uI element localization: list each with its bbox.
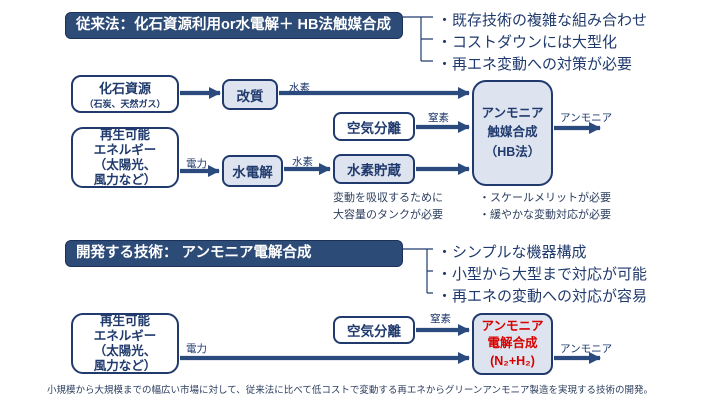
- ammonia-label-top: アンモニア: [560, 112, 613, 124]
- bottom-caption: 小規模から大規模までの幅広い市場に対して、従来法に比べて低コストで変動する再エネ…: [47, 385, 654, 396]
- conventional-method-title: 従来法：化石資源利用or水電解＋ HB法触媒合成: [65, 12, 403, 39]
- nitrogen-label-bottom: 窒素: [430, 313, 451, 325]
- renewable-energy-box-bottom: 再生可能 エネルギー （太陽光、 風力など）: [71, 313, 179, 374]
- bracket-top-section: [403, 16, 433, 62]
- air-separation-box-top: 空気分離: [333, 112, 415, 141]
- water-electrolysis-box: 水電解: [222, 155, 283, 187]
- hydrogen-label-reform: 水素: [289, 82, 310, 94]
- renewable-energy-box-top: 再生可能 エネルギー （太陽光、 風力など）: [71, 127, 179, 188]
- air-separation-box-bottom: 空気分離: [333, 316, 415, 344]
- top-bullet-1: ・既存技術の複雑な組み合わせ: [437, 12, 648, 29]
- fossil-resource-title: 化石資源: [98, 81, 151, 96]
- developed-technology-title: 開発する技術： アンモニア電解合成: [65, 240, 403, 267]
- conventional-method-title-text: 従来法：化石資源利用or水電解＋ HB法触媒合成: [76, 17, 391, 33]
- ammonia-electro-synthesis-label: アンモニア 電解合成 (N₂+H₂): [481, 318, 544, 368]
- top-bullet-3: ・再エネ変動への対策が必要: [437, 56, 633, 73]
- hb-catalytic-synthesis-label: アンモニア 触媒合成 （HB法）: [481, 105, 544, 159]
- reforming-box: 改質: [222, 79, 278, 110]
- ammonia-label-bottom: アンモニア: [560, 343, 613, 355]
- fossil-resource-box: 化石資源 （石炭、天然ガス）: [71, 75, 179, 113]
- bottom-bullet-3: ・再エネの変動への対応が容易: [437, 288, 648, 305]
- air-separation-label-bottom: 空気分離: [347, 324, 401, 339]
- hb-catalytic-synthesis-box: アンモニア 触媒合成 （HB法）: [472, 80, 553, 186]
- power-label-top: 電力: [186, 158, 207, 170]
- nitrogen-label-top: 窒素: [428, 112, 449, 124]
- developed-technology-title-text: 開発する技術： アンモニア電解合成: [76, 245, 312, 261]
- bottom-bullet-1: ・シンプルな機器構成: [437, 244, 587, 261]
- reforming-box-label: 改質: [236, 88, 264, 104]
- air-separation-label-top: 空気分離: [347, 120, 401, 136]
- water-electrolysis-label: 水電解: [232, 165, 273, 180]
- bottom-bullet-2: ・小型から大型まで対応が可能: [437, 266, 648, 283]
- scale-merit-note: ・スケールメリットが必要 ・緩やかな変動対応が必要: [479, 192, 611, 221]
- hydrogen-storage-label: 水素貯蔵: [347, 163, 401, 178]
- top-bullet-2: ・コストダウンには大型化: [437, 34, 618, 51]
- ammonia-electro-synthesis-box: アンモニア 電解合成 (N₂+H₂): [472, 313, 553, 375]
- fossil-resource-subtitle: （石炭、天然ガス）: [84, 99, 166, 109]
- renewable-energy-label-bottom: 再生可能 エネルギー （太陽光、 風力など）: [93, 313, 157, 373]
- power-label-bottom: 電力: [186, 343, 207, 355]
- hydrogen-label-electrolysis: 水素: [292, 156, 313, 168]
- bracket-bottom-section: [403, 248, 433, 294]
- tank-note: 変動を吸収するために 大容量のタンクが必要: [333, 192, 443, 221]
- hydrogen-storage-box: 水素貯蔵: [333, 154, 415, 184]
- renewable-energy-label-top: 再生可能 エネルギー （太陽光、 風力など）: [93, 127, 157, 187]
